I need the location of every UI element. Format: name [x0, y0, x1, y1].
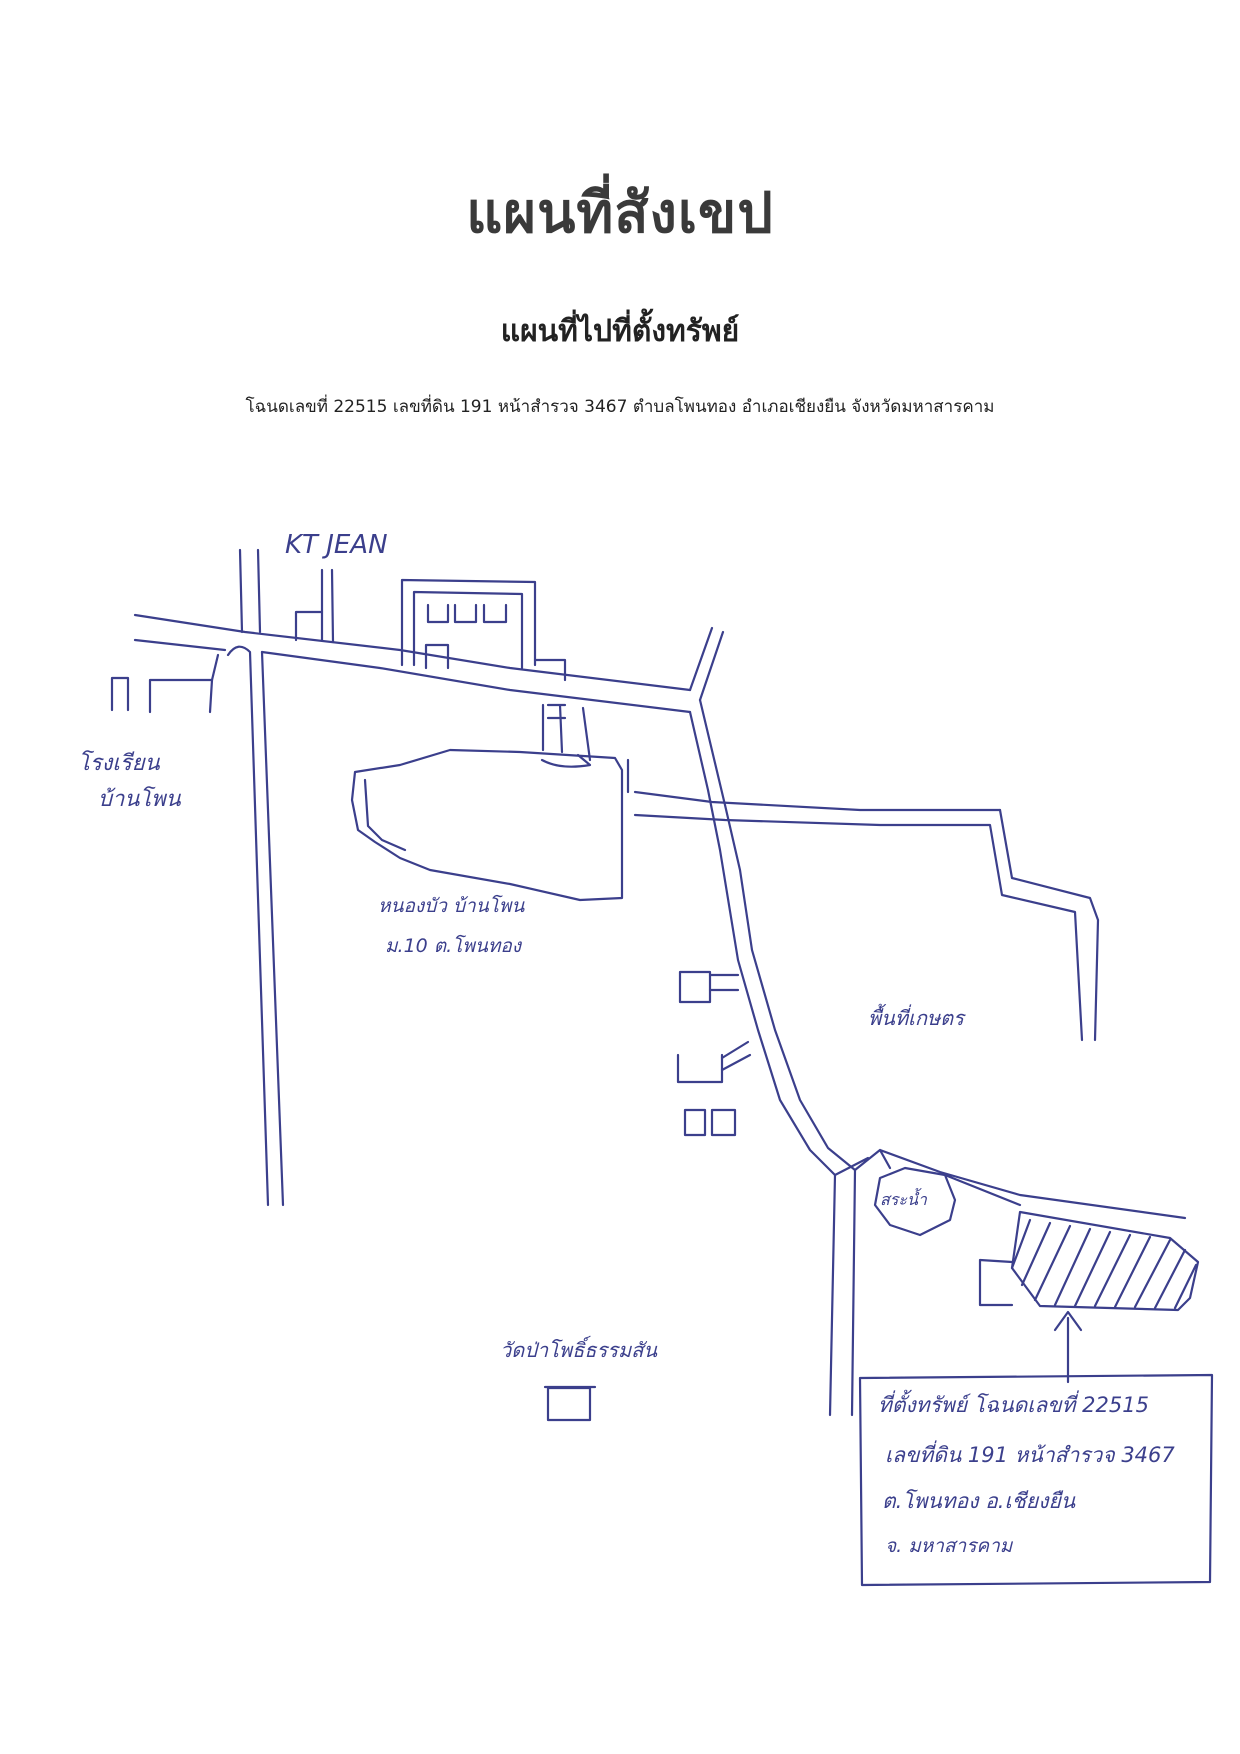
- road-west-north-stub: [238, 548, 262, 634]
- building-complex-gate: [424, 643, 450, 670]
- school-building: [110, 676, 130, 712]
- temple-building: [546, 1386, 592, 1422]
- label-school-line2: บ้านโพน: [98, 786, 182, 812]
- house-3: [683, 1108, 737, 1137]
- label-farmland: พื้นที่เกษตร: [868, 1003, 966, 1030]
- property-box-line4: จ. มหาสารคาม: [885, 1535, 1014, 1557]
- label-reservoir: สระน้ำ: [880, 1188, 928, 1209]
- pond-inner-line: [363, 778, 407, 852]
- road-kt-jean-stub: [320, 568, 335, 644]
- house-1-driveway: [708, 973, 740, 992]
- building-complex-rooms: [426, 603, 508, 624]
- building-complex-outline: [400, 578, 537, 670]
- school-fence: [148, 678, 214, 714]
- page-title: แผนที่สังเขป: [466, 181, 774, 246]
- road-main-north-edge: [133, 613, 692, 692]
- pond-hut-roof: [540, 753, 592, 768]
- property-plot-outline: [1010, 1210, 1200, 1312]
- house-2: [676, 1053, 724, 1084]
- building-east-shed: [533, 658, 567, 682]
- road-west-right-edge: [260, 650, 285, 1207]
- label-pond-line1: หนองบัว บ้านโพน: [378, 894, 525, 917]
- house-2-driveway: [720, 1040, 752, 1072]
- road-main-south-edge: [133, 638, 692, 714]
- reservoir-outline: [873, 1166, 957, 1237]
- label-pond-line2: ม.10 ต.โพนทอง: [385, 934, 523, 957]
- road-east-south-edge: [633, 813, 1084, 1042]
- road-west-left-edge: [226, 645, 270, 1207]
- road-east-north-spur: [998, 808, 1100, 1042]
- road-central-east-edge: [698, 698, 857, 1172]
- kt-jean-shop: [294, 610, 324, 642]
- road-reservoir-south: [828, 1168, 857, 1417]
- house-1: [678, 970, 712, 1004]
- label-kt-jean: KT JEAN: [285, 530, 388, 560]
- deed-info-line: โฉนดเลขที่ 22515 เลขที่ดิน 191 หน้าสำรวจ…: [245, 397, 995, 417]
- pond-outline: [350, 748, 624, 902]
- property-plot-hatching: [1010, 1218, 1198, 1310]
- property-box-line3: ต.โพนทอง อ.เชียงยืน: [882, 1489, 1076, 1513]
- label-temple: วัดป่าโพธิ์ธรรมสัน: [500, 1335, 658, 1362]
- reservoir-bank: [833, 1148, 1187, 1220]
- road-central-west-edge: [688, 710, 837, 1177]
- road-school-link: [210, 653, 220, 682]
- road-ne-branch: [688, 626, 725, 702]
- property-box-line1: ที่ตั้งทรัพย์ โฉนดเลขที่ 22515: [878, 1389, 1149, 1417]
- label-school-line1: โรงเรียน: [78, 750, 161, 776]
- page-subtitle: แผนที่ไปที่ตั้งทรัพย์: [500, 314, 740, 349]
- property-box-line2: เลขที่ดิน 191 หน้าสำรวจ 3467: [885, 1440, 1175, 1467]
- property-info-box: [858, 1373, 1214, 1587]
- pond-hut: [541, 703, 567, 754]
- property-arrow-head: [1053, 1310, 1083, 1332]
- property-neighbor-plot: [978, 1258, 1014, 1307]
- road-east-north-edge: [633, 790, 1002, 812]
- road-pond-link: [581, 706, 630, 794]
